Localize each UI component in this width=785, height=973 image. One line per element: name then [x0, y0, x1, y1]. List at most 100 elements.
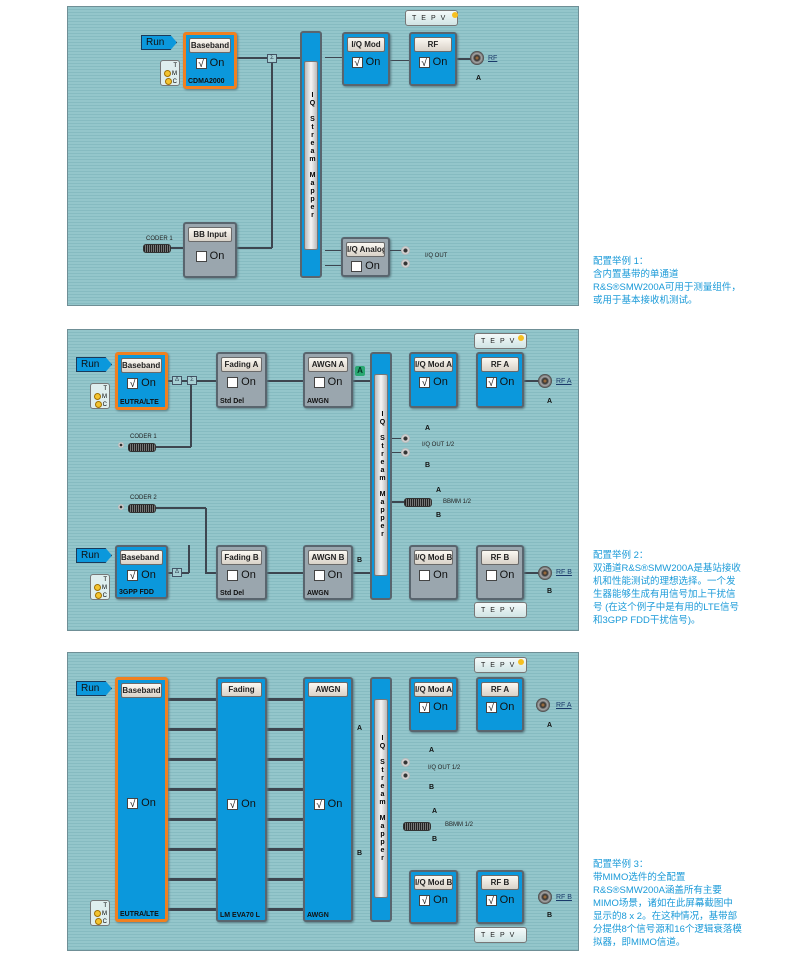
- tep-indicator-b[interactable]: TEPV: [474, 927, 527, 943]
- iq-mod-a-block[interactable]: I/Q Mod A On: [409, 352, 458, 408]
- coder1-port-icon[interactable]: [118, 442, 124, 448]
- rf-b-link[interactable]: RF B: [556, 894, 572, 901]
- baseband-b-block[interactable]: Baseband B On 3GPP FDD: [115, 545, 168, 599]
- iq-analog-checkbox[interactable]: [351, 260, 363, 272]
- iq-mod-a-title-button[interactable]: I/Q Mod A: [414, 357, 453, 372]
- iq-mod-a-title-button[interactable]: I/Q Mod A: [414, 682, 453, 697]
- iq-mod-b-checkbox[interactable]: [419, 569, 431, 581]
- fading-b-checkbox[interactable]: [227, 569, 239, 581]
- run-button[interactable]: Run: [76, 681, 112, 696]
- tep-indicator[interactable]: TEPV: [405, 10, 458, 26]
- iq-analog-block[interactable]: I/Q Analog On: [341, 237, 390, 277]
- rf-title-button[interactable]: RF: [414, 37, 452, 52]
- rf-a-title-button[interactable]: RF A: [481, 682, 519, 697]
- baseband-block[interactable]: Baseband On CDMA2000: [183, 32, 237, 89]
- coder1-connector-icon[interactable]: [128, 443, 156, 452]
- iq-mod-a-checkbox[interactable]: [419, 376, 431, 388]
- iq-out-connector-icon[interactable]: [401, 259, 410, 268]
- rf-block[interactable]: RF On: [409, 32, 457, 86]
- baseband-b-checkbox[interactable]: [127, 569, 139, 581]
- baseband-b-title-button[interactable]: Baseband B: [120, 550, 163, 565]
- fading-a-block[interactable]: Fading A On Std Del: [216, 352, 267, 408]
- fading-checkbox[interactable]: [227, 798, 239, 810]
- rf-a-checkbox[interactable]: [485, 701, 497, 713]
- bbmm-connector-icon[interactable]: [404, 498, 432, 507]
- iq-stream-mapper[interactable]: IQ Stream Mapper: [370, 352, 392, 600]
- iq-mod-b-block[interactable]: I/Q Mod B On: [409, 870, 458, 924]
- awgn-b-checkbox[interactable]: [313, 569, 325, 581]
- bb-input-title-button[interactable]: BB Input: [188, 227, 232, 242]
- iq-out-connector-icon[interactable]: [401, 246, 410, 255]
- rf-connector-icon[interactable]: [470, 51, 484, 65]
- iq-mod-title-button[interactable]: I/Q Mod: [347, 37, 385, 52]
- iq-mod-checkbox[interactable]: [351, 56, 363, 68]
- iq-mod-a-checkbox[interactable]: [419, 701, 431, 713]
- iq-mod-b-title-button[interactable]: I/Q Mod B: [414, 550, 453, 565]
- fading-b-block[interactable]: Fading B On Std Del: [216, 545, 267, 600]
- iq-mod-block[interactable]: I/Q Mod On: [342, 32, 390, 86]
- awgn-title-button[interactable]: AWGN: [308, 682, 348, 697]
- coder2-port-icon[interactable]: [118, 504, 124, 510]
- rf-b-checkbox[interactable]: [485, 569, 497, 581]
- tep-indicator-a[interactable]: TEPV: [474, 657, 527, 673]
- iq-analog-title-button[interactable]: I/Q Analog: [346, 242, 385, 257]
- iq-out-a-connector-icon[interactable]: [401, 434, 410, 443]
- baseband-checkbox[interactable]: [195, 57, 207, 69]
- fading-title-button[interactable]: Fading: [221, 682, 262, 697]
- rf-b-title-button[interactable]: RF B: [481, 875, 519, 890]
- rf-a-title-button[interactable]: RF A: [481, 357, 519, 372]
- baseband-a-checkbox[interactable]: [127, 377, 139, 389]
- baseband-block[interactable]: Baseband On EUTRA/LTE: [115, 677, 168, 922]
- baseband-a-block[interactable]: Baseband A On EUTRA/LTE: [115, 352, 168, 410]
- awgn-a-checkbox[interactable]: [313, 376, 325, 388]
- iq-mod-b-block[interactable]: I/Q Mod B On: [409, 545, 458, 600]
- rf-b-connector-icon[interactable]: [538, 890, 552, 904]
- rf-b-checkbox[interactable]: [485, 894, 497, 906]
- iq-mod-a-block[interactable]: I/Q Mod A On: [409, 677, 458, 732]
- baseband-a-title-button[interactable]: Baseband A: [121, 358, 162, 373]
- awgn-a-block[interactable]: AWGN A On AWGN: [303, 352, 353, 408]
- bb-input-block[interactable]: BB Input On: [183, 222, 237, 278]
- awgn-b-title-button[interactable]: AWGN B: [308, 550, 348, 565]
- bbmm-connector-icon[interactable]: [403, 822, 431, 831]
- rf-b-title-button[interactable]: RF B: [481, 550, 519, 565]
- iq-out-a-connector-icon[interactable]: [401, 758, 410, 767]
- coder2-connector-icon[interactable]: [128, 504, 156, 513]
- iq-mod-b-checkbox[interactable]: [419, 894, 431, 906]
- baseband-title-button[interactable]: Baseband: [121, 683, 162, 698]
- baseband-checkbox[interactable]: [127, 797, 139, 809]
- rf-link[interactable]: RF: [488, 55, 498, 62]
- fading-a-checkbox[interactable]: [227, 376, 239, 388]
- baseband-title-button[interactable]: Baseband: [189, 38, 231, 53]
- iq-stream-mapper[interactable]: IQ Stream Mapper: [370, 677, 392, 922]
- fading-block[interactable]: Fading On LM EVA70 L: [216, 677, 267, 922]
- rf-b-connector-icon[interactable]: [538, 566, 552, 580]
- fading-a-title-button[interactable]: Fading A: [221, 357, 262, 372]
- run-button-a[interactable]: Run: [76, 357, 112, 372]
- coder1-connector-icon[interactable]: [143, 244, 171, 253]
- tep-indicator-b[interactable]: TEPV: [474, 602, 527, 618]
- sum-node[interactable]: Σ: [187, 376, 197, 385]
- rf-a-block[interactable]: RF A On: [476, 677, 524, 732]
- iq-out-b-connector-icon[interactable]: [401, 771, 410, 780]
- rf-a-link[interactable]: RF A: [556, 378, 572, 385]
- rf-a-block[interactable]: RF A On: [476, 352, 524, 408]
- iq-mod-b-title-button[interactable]: I/Q Mod B: [414, 875, 453, 890]
- awgn-b-block[interactable]: AWGN B On AWGN: [303, 545, 353, 600]
- awgn-block[interactable]: AWGN On AWGN: [303, 677, 353, 922]
- awgn-checkbox[interactable]: [313, 798, 325, 810]
- delta-node[interactable]: Δ: [172, 568, 182, 577]
- rf-a-connector-icon[interactable]: [538, 374, 552, 388]
- delta-node[interactable]: Δ: [172, 376, 182, 385]
- iq-out-b-connector-icon[interactable]: [401, 448, 410, 457]
- run-button-b[interactable]: Run: [76, 548, 112, 563]
- rf-b-block[interactable]: RF B On: [476, 870, 524, 924]
- rf-b-link[interactable]: RF B: [556, 569, 572, 576]
- rf-a-connector-icon[interactable]: [536, 698, 550, 712]
- rf-checkbox[interactable]: [418, 56, 430, 68]
- rf-a-link[interactable]: RF A: [556, 702, 572, 709]
